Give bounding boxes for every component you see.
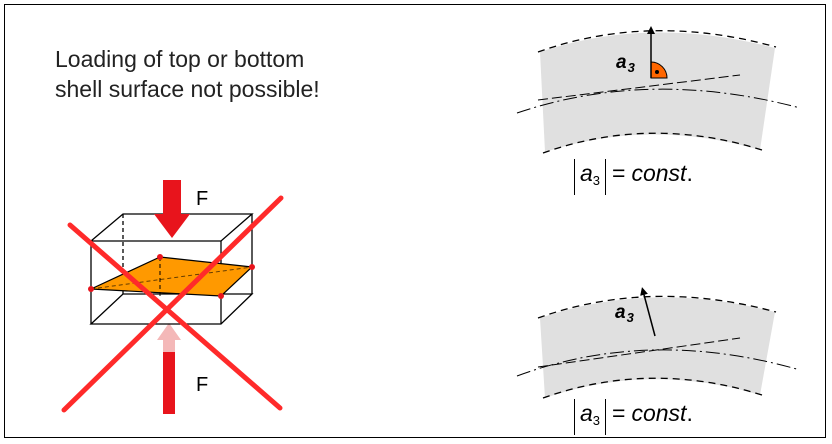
shell-section-top: a3	[516, 26, 801, 154]
forbidden-cross-stroke-2	[61, 195, 284, 413]
bottom-force-label: F	[196, 374, 208, 396]
equation-top-dot: .	[686, 160, 693, 186]
director-vector-bottom	[640, 287, 656, 337]
equation-bottom-op: =	[612, 400, 626, 426]
bottom-force-arrow	[163, 352, 175, 414]
equation-bottom-lhs-sub: 3	[592, 413, 601, 428]
top-force-label: F	[196, 188, 208, 210]
warning-caption: Loading of top or bottom shell surface n…	[55, 44, 320, 104]
equation-top-lhs: a	[580, 160, 593, 186]
equation-bottom-lhs: a	[580, 400, 593, 426]
equation-top-abs: a3	[574, 159, 607, 195]
equation-bottom-dot: .	[686, 400, 693, 426]
equation-top-lhs-sub: 3	[592, 173, 601, 188]
director-label-bottom: a3	[615, 302, 635, 325]
equation-bottom-abs: a3	[574, 399, 607, 435]
bottom-force-arrow-ghost	[157, 323, 181, 352]
shell-element-illustration: F F	[61, 180, 284, 414]
forbidden-cross-stroke-1	[67, 222, 283, 411]
shell-section-bottom: a3	[516, 287, 801, 399]
element-bottom-face	[89, 293, 254, 325]
equation-top-op: =	[612, 160, 626, 186]
equation-bottom: a3=const.	[574, 398, 693, 435]
caption-line-1: Loading of top or bottom	[55, 46, 305, 72]
shell-band-top	[540, 32, 775, 152]
top-force-arrow	[154, 180, 190, 238]
equation-bottom-rhs: const	[631, 400, 687, 426]
director-label-top: a3	[616, 52, 636, 75]
caption-line-2: shell surface not possible!	[55, 76, 320, 102]
shell-band-bottom	[540, 297, 775, 398]
equation-top-rhs: const	[631, 160, 687, 186]
equation-top: a3=const.	[574, 158, 693, 195]
